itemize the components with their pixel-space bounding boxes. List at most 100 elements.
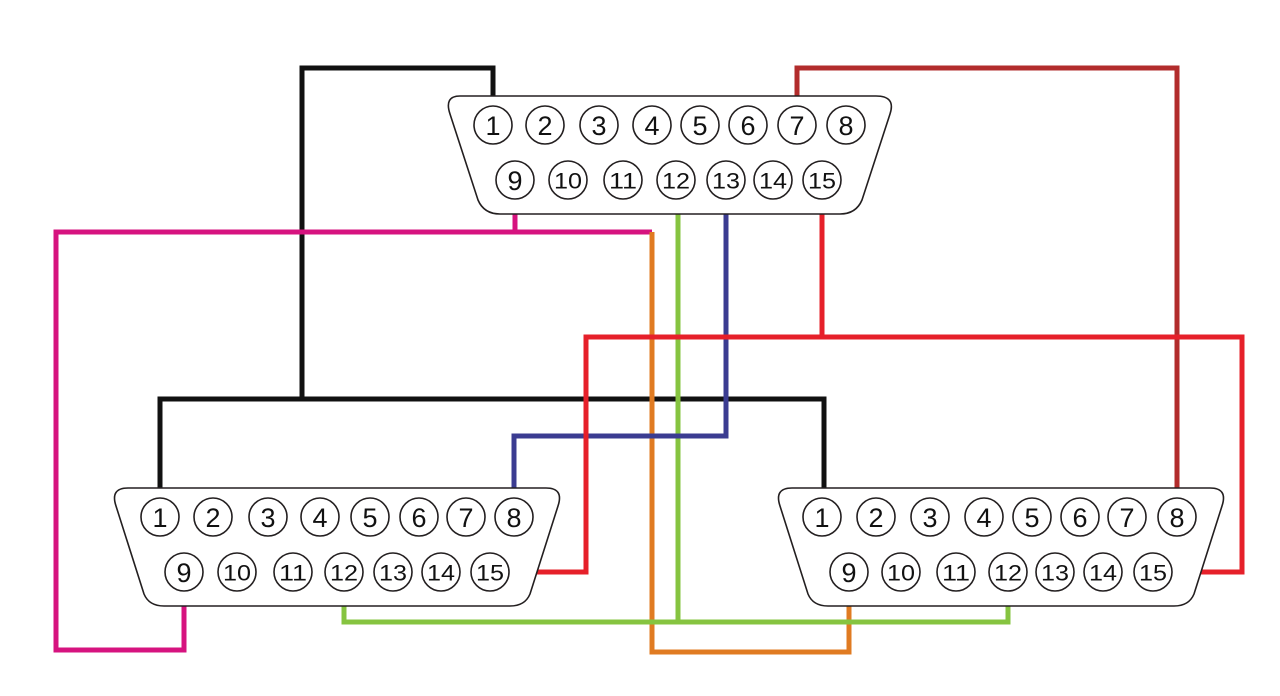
pin-circle	[802, 160, 842, 200]
pin-10: 10	[881, 552, 921, 592]
pin-label: 9	[841, 558, 856, 588]
pin-circle	[802, 497, 842, 537]
pin-6: 6	[399, 497, 439, 537]
pin-label: 7	[458, 503, 473, 533]
pin-circle	[548, 160, 588, 200]
pin-label: 15	[1139, 561, 1167, 586]
pin-circle	[1060, 497, 1100, 537]
wire-red-segment	[511, 334, 1245, 575]
pin-circle	[964, 497, 1004, 537]
pin-1: 1	[802, 497, 842, 537]
pin-label: 3	[260, 503, 275, 533]
pin-circle	[680, 105, 720, 145]
pin-7: 7	[777, 105, 817, 145]
pin-9: 9	[164, 552, 204, 592]
pin-circle	[1133, 552, 1173, 592]
pin-circle	[300, 497, 340, 537]
pin-label: 2	[205, 503, 220, 533]
pin-circle	[829, 552, 869, 592]
pin-5: 5	[350, 497, 390, 537]
pin-label: 6	[740, 111, 755, 141]
wire-blue	[511, 199, 729, 496]
pin-label: 6	[1072, 503, 1087, 533]
pin-label: 12	[330, 561, 358, 586]
pin-label: 10	[887, 561, 915, 586]
pin-11: 11	[273, 552, 313, 592]
wire-magenta	[53, 199, 652, 653]
pin-label: 1	[814, 503, 829, 533]
pin-label: 15	[476, 561, 504, 586]
wire-blue-segment	[511, 199, 729, 496]
wire-black-segment	[157, 396, 827, 496]
pin-1: 1	[473, 105, 513, 145]
pin-circle	[656, 160, 696, 200]
pin-circle	[473, 105, 513, 145]
pin-12: 12	[988, 552, 1028, 592]
pin-6: 6	[728, 105, 768, 145]
pin-13: 13	[706, 160, 746, 200]
pin-8: 8	[494, 497, 534, 537]
pin-circle	[140, 497, 180, 537]
wire-magenta-segment	[53, 199, 518, 653]
pin-circle	[525, 105, 565, 145]
pin-2: 2	[525, 105, 565, 145]
pin-circle	[988, 552, 1028, 592]
pin-label: 11	[279, 561, 307, 586]
pin-circle	[217, 552, 257, 592]
pin-label: 4	[644, 111, 659, 141]
pin-circle	[446, 497, 486, 537]
pin-4: 4	[964, 497, 1004, 537]
pin-circle	[1012, 497, 1052, 537]
pin-label: 13	[379, 561, 407, 586]
pin-15: 15	[802, 160, 842, 200]
pin-8: 8	[1157, 497, 1197, 537]
pin-label: 5	[1024, 503, 1039, 533]
pin-circle	[494, 497, 534, 537]
pin-label: 11	[942, 561, 970, 586]
pin-circle	[399, 497, 439, 537]
pin-label: 9	[507, 166, 522, 196]
pin-label: 4	[312, 503, 327, 533]
pin-5: 5	[1012, 497, 1052, 537]
pin-2: 2	[856, 497, 896, 537]
pin-label: 2	[537, 111, 552, 141]
wires	[53, 65, 1245, 655]
pin-4: 4	[632, 105, 672, 145]
pin-label: 1	[485, 111, 500, 141]
pin-6: 6	[1060, 497, 1100, 537]
pin-circle	[826, 105, 866, 145]
pin-circle	[373, 552, 413, 592]
pin-circle	[1157, 497, 1197, 537]
pin-label: 9	[176, 558, 191, 588]
pin-14: 14	[1083, 552, 1123, 592]
pin-label: 13	[712, 169, 740, 194]
pin-10: 10	[548, 160, 588, 200]
pin-2: 2	[193, 497, 233, 537]
pin-label: 5	[362, 503, 377, 533]
pin-label: 12	[662, 169, 690, 194]
pin-circle	[1083, 552, 1123, 592]
pin-label: 14	[759, 169, 787, 194]
pin-label: 13	[1041, 561, 1069, 586]
pin-label: 5	[692, 111, 707, 141]
pin-8: 8	[826, 105, 866, 145]
pin-circle	[777, 105, 817, 145]
pin-9: 9	[495, 160, 535, 200]
pin-circle	[603, 160, 643, 200]
pin-label: 14	[1089, 561, 1117, 586]
pin-circle	[164, 552, 204, 592]
pin-circle	[1035, 552, 1075, 592]
wire-dark-red-segment	[794, 65, 1180, 496]
pin-circle	[470, 552, 510, 592]
wire-red	[511, 199, 1245, 575]
pin-14: 14	[421, 552, 461, 592]
pin-circle	[193, 497, 233, 537]
pin-circle	[324, 552, 364, 592]
pin-label: 8	[506, 503, 521, 533]
pin-label: 7	[1119, 503, 1134, 533]
